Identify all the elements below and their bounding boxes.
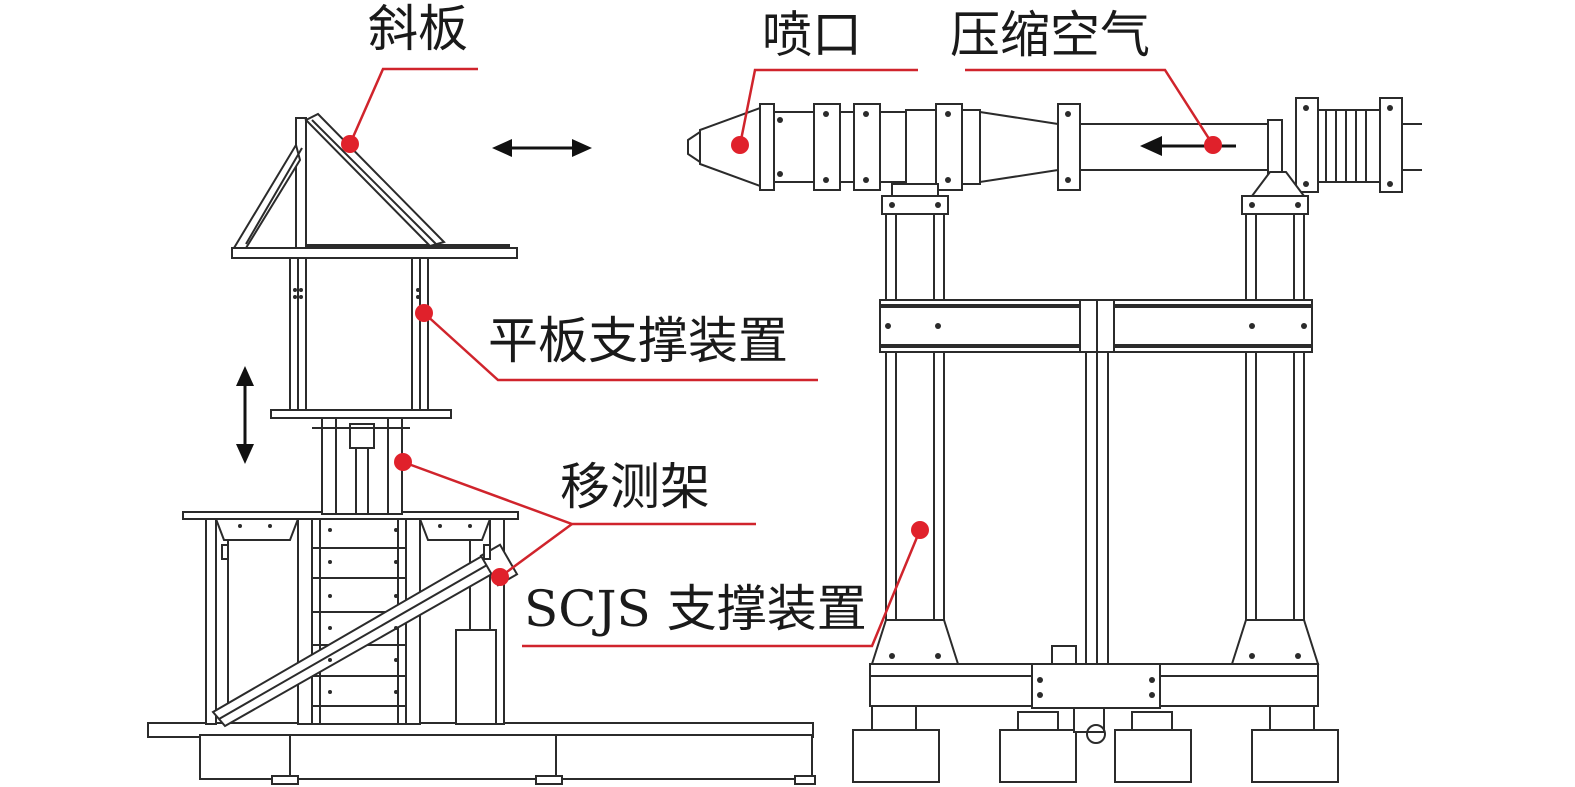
table-frame [182, 511, 519, 728]
annotation-leaders [341, 67, 1222, 648]
label-plate-support: 平板支撑装置 [488, 312, 788, 370]
air-flow-arrow [1140, 136, 1236, 156]
support-columns [870, 195, 1320, 665]
plate-test-assembly [147, 112, 816, 785]
leader-compressed-air [965, 68, 1215, 146]
vertical-movement-arrow [236, 366, 254, 464]
central-post [1079, 299, 1115, 665]
label-scjs-support: SCJS 支撑装置 [524, 580, 867, 638]
traverse-frame-column [312, 417, 410, 515]
marker-plate-support [415, 304, 433, 322]
leader-traverse-frame-b [499, 522, 573, 579]
ground-base [147, 722, 816, 785]
sloped-plate-structure [232, 112, 446, 249]
leader-sloped-plate [348, 67, 478, 145]
leader-plate-support [423, 312, 818, 382]
label-nozzle: 喷口 [762, 6, 862, 64]
leader-nozzle [738, 68, 918, 146]
label-compressed-air: 压缩空气 [950, 6, 1150, 64]
marker-traverse-frame-a [394, 453, 412, 471]
marker-sloped-plate [341, 135, 359, 153]
scjs-assembly [687, 97, 1422, 783]
marker-nozzle [731, 136, 749, 154]
leader-scjs-support [522, 529, 922, 648]
plate-support-structure [231, 244, 518, 419]
marker-traverse-frame-b [491, 568, 509, 586]
marker-scjs-support [911, 521, 929, 539]
label-sloped-plate: 斜板 [368, 0, 468, 58]
nozzle-pipeline [687, 97, 1422, 197]
horizontal-movement-arrow [492, 139, 592, 157]
support-feet [852, 705, 1339, 783]
base-beam [869, 645, 1319, 744]
label-traverse-frame: 移测架 [560, 458, 710, 516]
marker-compressed-air [1204, 136, 1222, 154]
